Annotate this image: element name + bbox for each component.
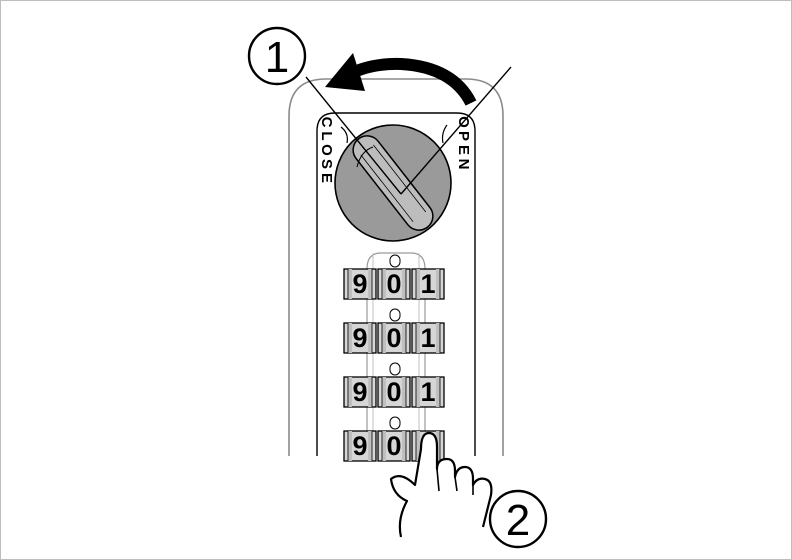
dial-wheel[interactable]: 0 xyxy=(377,322,411,354)
close-label-letter: S xyxy=(318,159,335,169)
close-label-letter: L xyxy=(318,131,335,140)
rotary-knob[interactable] xyxy=(334,124,452,242)
dial-digit: 9 xyxy=(352,377,367,407)
lock-faceplate xyxy=(316,112,476,456)
dial-wheel[interactable]: 9 xyxy=(343,268,377,300)
dial-slot-marker xyxy=(389,308,401,322)
step-1-badge: 1 xyxy=(247,26,307,86)
dial-wheel[interactable]: 1 xyxy=(411,322,445,354)
close-label-letter: C xyxy=(318,117,335,128)
open-label: OPEN xyxy=(455,116,472,169)
lock-body-outer xyxy=(288,78,504,456)
dial-digit: 0 xyxy=(386,431,401,461)
pointing-hand-icon xyxy=(389,431,493,538)
open-guide-mark xyxy=(441,124,448,144)
dial-digit: 0 xyxy=(386,377,401,407)
close-label-letter: E xyxy=(318,173,335,183)
dial-wheel[interactable]: 0 xyxy=(377,268,411,300)
step-2-number: 2 xyxy=(506,496,530,545)
dial-digit: 0 xyxy=(386,323,401,353)
dial-digit: 1 xyxy=(420,323,435,353)
dial-digit: 9 xyxy=(352,431,367,461)
open-label-letter: E xyxy=(455,145,472,155)
dial-digit: 0 xyxy=(386,269,401,299)
close-guide-mark xyxy=(340,126,348,144)
step-2-badge: 2 xyxy=(488,489,548,549)
dial-wheel[interactable]: 1 xyxy=(411,268,445,300)
step-1-number: 1 xyxy=(265,33,289,82)
dial-slot-marker xyxy=(389,362,401,376)
dial-slot-marker xyxy=(389,254,401,268)
dial-wheel[interactable]: 0 xyxy=(377,376,411,408)
dial-slot-marker xyxy=(389,416,401,430)
dial-wheel[interactable]: 9 xyxy=(343,322,377,354)
dial-digit: 9 xyxy=(352,323,367,353)
dial-wheel[interactable]: 1 xyxy=(411,376,445,408)
dial-wheel[interactable]: 9 xyxy=(343,430,377,462)
dial-wheel[interactable]: 0 xyxy=(377,430,411,462)
dial-digit: 1 xyxy=(420,269,435,299)
open-label-letter: P xyxy=(455,131,472,141)
dial-wheel[interactable]: 9 xyxy=(343,376,377,408)
open-label-letter: N xyxy=(455,159,472,170)
dial-digit: 9 xyxy=(352,269,367,299)
arrow-head xyxy=(325,53,365,91)
indicator-line-left xyxy=(305,76,402,195)
indicator-line-right xyxy=(400,66,512,195)
close-label-letter: O xyxy=(318,144,335,156)
counterclockwise-arrow-icon xyxy=(343,57,477,106)
dial-digit: 1 xyxy=(420,377,435,407)
